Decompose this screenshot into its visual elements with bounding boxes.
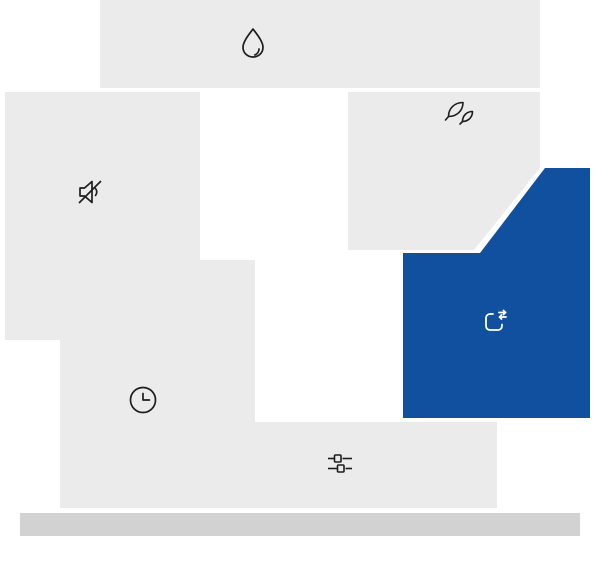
tile-time[interactable] bbox=[60, 260, 255, 425]
clock-icon bbox=[125, 382, 161, 418]
speaker-muted-icon bbox=[72, 174, 108, 210]
leaves-icon bbox=[441, 95, 477, 131]
tile-settings[interactable] bbox=[60, 422, 497, 508]
water-drop-icon bbox=[235, 24, 271, 60]
tile-water[interactable] bbox=[100, 0, 540, 88]
water-tap-arrows-icon bbox=[477, 304, 513, 340]
sliders-icon bbox=[322, 445, 358, 481]
bottom-scrollbar[interactable] bbox=[20, 513, 580, 536]
